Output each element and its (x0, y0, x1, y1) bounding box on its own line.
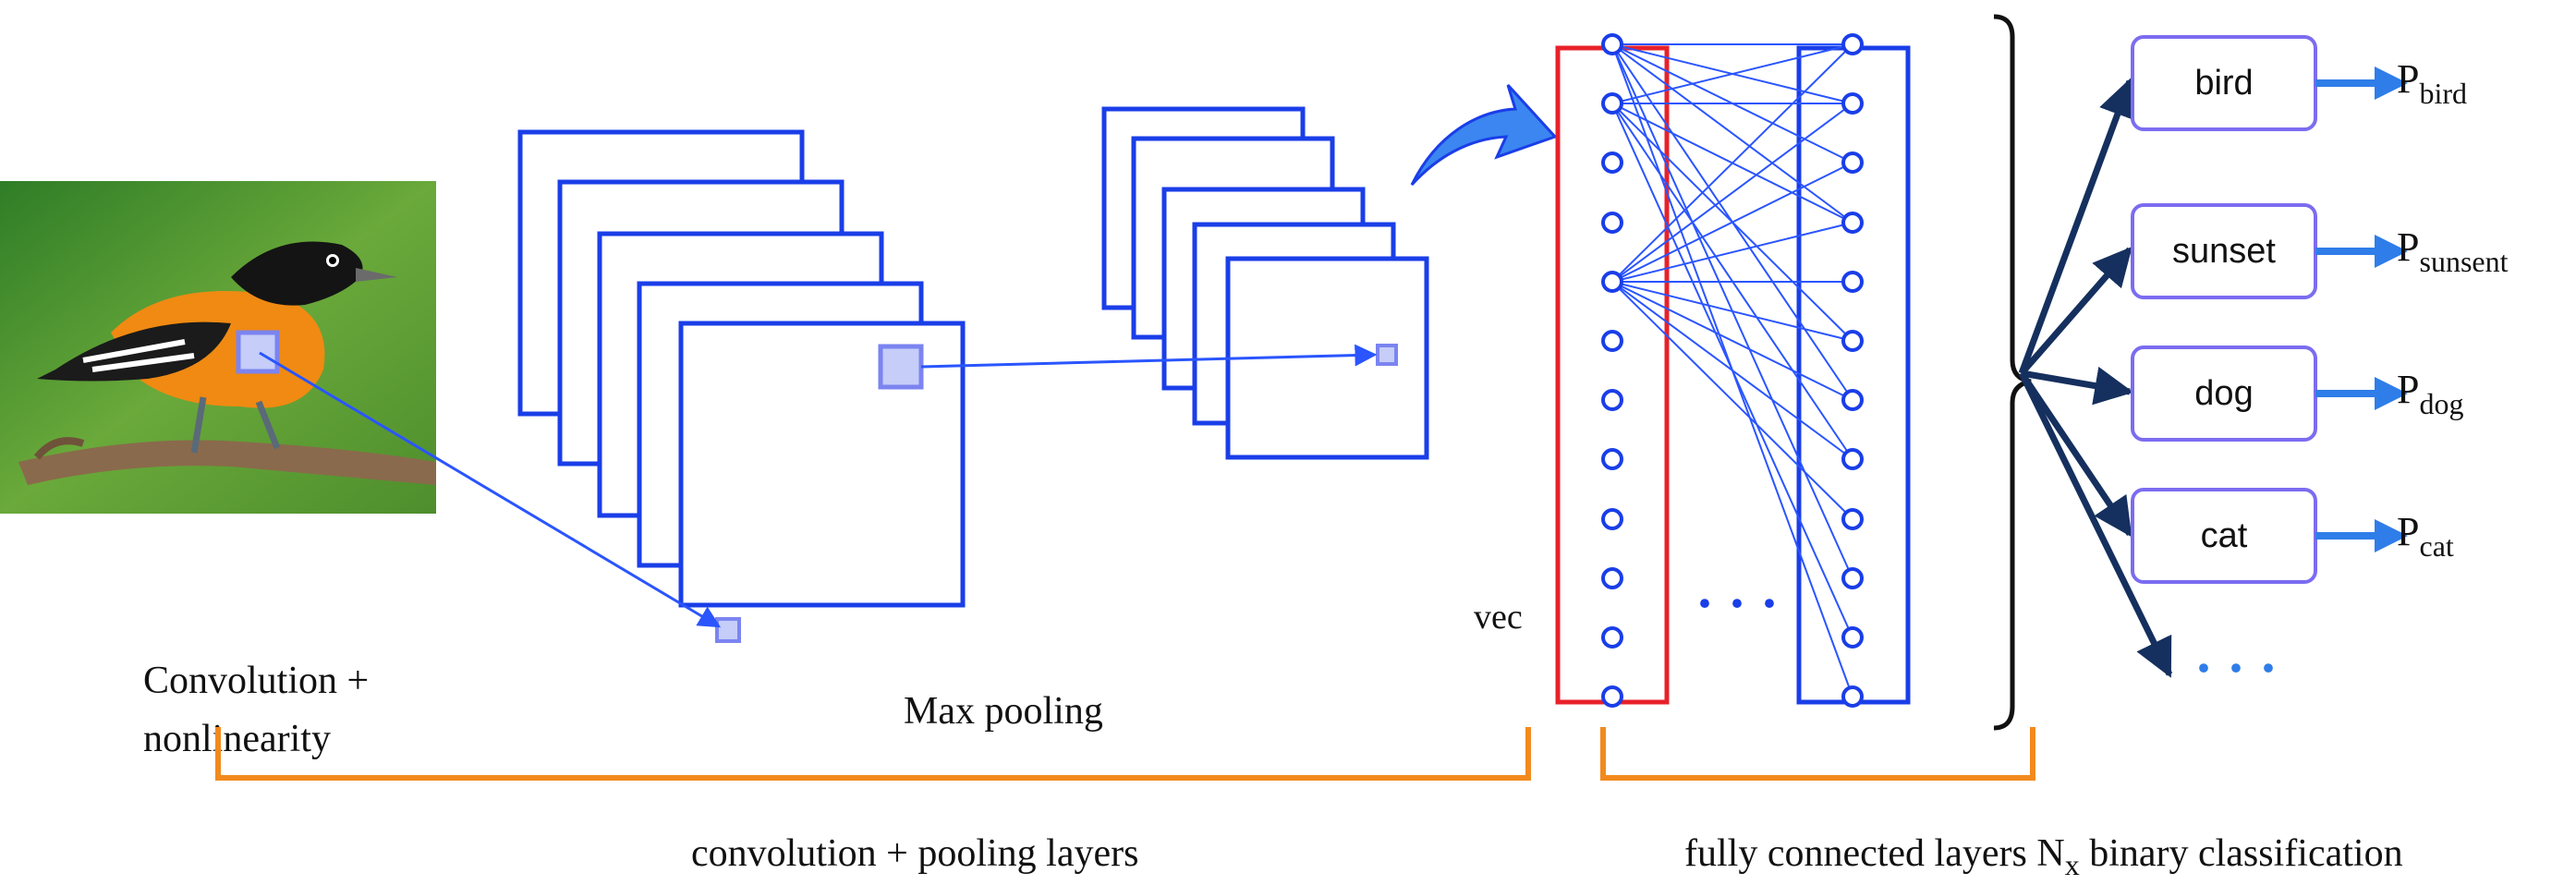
class-list: bird Pbird sunset Psunsent dog Pdog cat Pcat (2018, 35, 2509, 584)
conv-pool-patch (878, 344, 924, 390)
prob-label: Pcat (2397, 509, 2454, 563)
fc-dots: · · · (1695, 573, 1779, 634)
fc-connection-line (1611, 281, 1853, 520)
more-classes-dots: · · · (2194, 637, 2278, 698)
fc-nodes (1841, 33, 1864, 708)
fc-node (1841, 685, 1864, 708)
fc-connection-line (1611, 43, 1853, 283)
fc-node (1841, 330, 1864, 352)
fc-node (1841, 389, 1864, 411)
pooled-patch (1376, 344, 1398, 366)
fc-connections (1611, 43, 1853, 697)
conv-output-patch (715, 617, 741, 643)
fc-node (1841, 33, 1864, 55)
fc-layers-label: fully connected layers Nx binary classif… (1684, 832, 2403, 881)
fc-node (1841, 567, 1864, 589)
class-label: dog (2194, 374, 2253, 413)
fc-node (1841, 152, 1864, 174)
class-item: sunset Psunsent (2019, 203, 2509, 376)
curved-arrow-icon (1410, 83, 1558, 187)
vec-node (1601, 92, 1623, 115)
vec-nodes (1601, 33, 1623, 708)
class-item: dog Pdog (2021, 346, 2463, 442)
vec-node (1601, 567, 1623, 589)
conv-label-line1: Convolution + (143, 660, 369, 702)
vec-node (1601, 685, 1623, 708)
vec-node (1601, 508, 1623, 530)
pooled-feature-maps (1101, 106, 1429, 460)
conv-pool-layers-label: convolution + pooling layers (691, 832, 1138, 875)
prob-arrowhead (2375, 67, 2408, 100)
prob-arrowhead (2375, 377, 2408, 410)
fc-node (1841, 271, 1864, 293)
prob-label: Pdog (2397, 367, 2463, 420)
fc-connection-line (1611, 222, 1853, 283)
bird-photo (0, 181, 436, 514)
vec-node (1601, 33, 1623, 55)
prob-arrowhead (2375, 519, 2408, 552)
photo-filter-patch (236, 330, 280, 374)
fc-connection-line (1611, 162, 1853, 283)
arrow-to-class (2021, 366, 2134, 406)
conv-pool-bracket (215, 727, 1531, 781)
prob-label: Psunsent (2397, 224, 2509, 278)
fc-connection-line (1611, 43, 1853, 224)
prob-label: Pbird (2397, 56, 2467, 110)
arrow-to-class (2019, 371, 2132, 538)
class-label: bird (2194, 64, 2253, 103)
fc-connection-line (1611, 43, 1853, 104)
arrow-photo-to-conv (259, 351, 722, 628)
vec-node (1601, 212, 1623, 234)
conv-feature-maps (517, 129, 966, 608)
arrow-to-class (2018, 78, 2136, 375)
vec-node (1601, 448, 1623, 470)
arrow-conv-to-pool (920, 344, 1378, 369)
fc-node (1841, 626, 1864, 649)
fc-node (1841, 212, 1864, 234)
fc-node (1841, 508, 1864, 530)
fc-node (1841, 448, 1864, 470)
vec-label: vec (1474, 598, 1523, 636)
class-item: bird Pbird (2018, 35, 2467, 375)
class-item: cat Pcat (2019, 371, 2454, 584)
class-label: cat (2201, 516, 2248, 555)
fc-node (1841, 92, 1864, 115)
fc-connection-line (1611, 281, 1853, 460)
fc-connection-line (1611, 281, 1853, 342)
fc-bracket (1600, 727, 2035, 781)
arrow-to-class (2019, 246, 2132, 376)
vec-node (1601, 330, 1623, 352)
fc-connection-line (1611, 103, 1853, 283)
fc-column (1796, 45, 1911, 705)
max-pooling-label: Max pooling (904, 690, 1103, 733)
vec-node (1601, 271, 1623, 293)
fc-connection-line (1611, 281, 1853, 401)
vec-node (1601, 626, 1623, 649)
conv-label-line2: nonlinearity (143, 718, 331, 760)
vec-node (1601, 152, 1623, 174)
vec-node (1601, 389, 1623, 411)
arrow-to-more-classes (2018, 371, 2173, 678)
prob-arrowhead (2375, 235, 2408, 268)
class-label: sunset (2172, 232, 2276, 271)
